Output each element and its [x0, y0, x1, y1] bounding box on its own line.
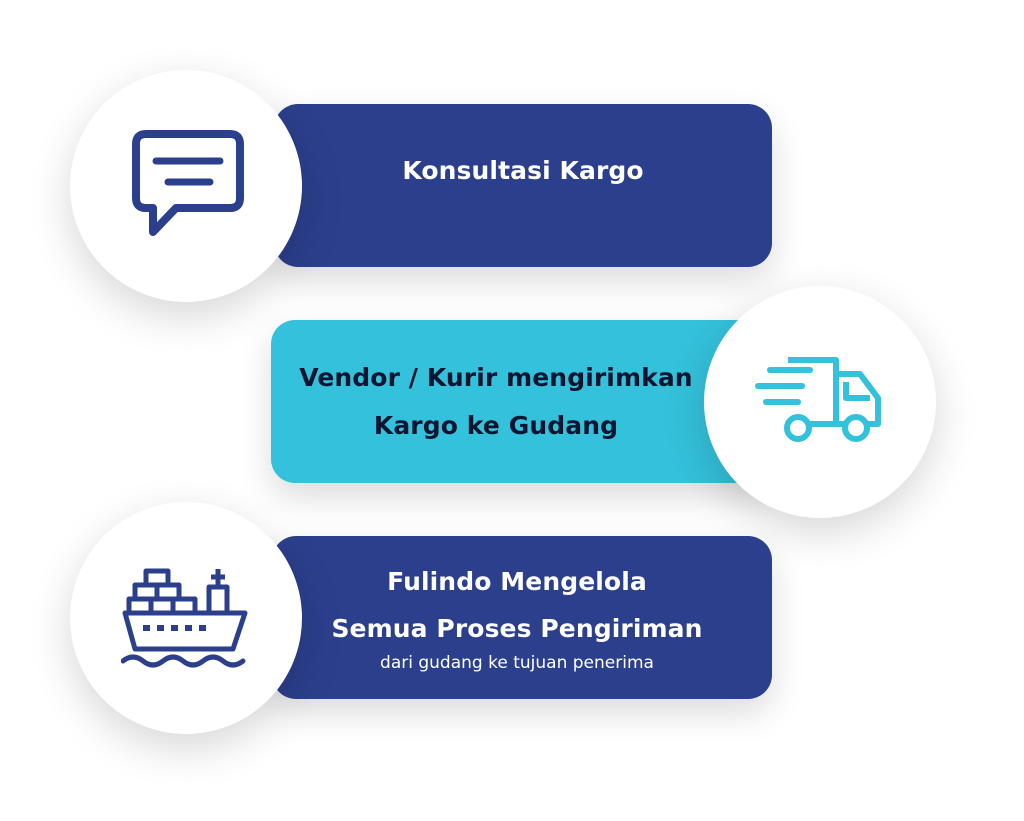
step-title-line-2: Kargo ke Gudang	[373, 410, 619, 440]
delivery-truck-icon	[750, 352, 890, 452]
step-subtitle: dari gudang ke tujuan penerima	[380, 652, 654, 673]
step-icon-circle	[70, 70, 302, 302]
step-title-line-2: Semua Proses Pengiriman	[331, 613, 703, 643]
step-title: Konsultasi Kargo	[402, 155, 644, 185]
step-card-vendor-kurir: Vendor / Kurir mengirimkan Kargo ke Guda…	[271, 320, 769, 483]
cargo-ship-icon	[121, 563, 251, 673]
step-icon-circle	[70, 502, 302, 734]
chat-bubble-icon	[126, 126, 246, 246]
step-icon-circle	[704, 286, 936, 518]
step-card-konsultasi: Konsultasi Kargo	[274, 104, 772, 267]
step-card-fulindo: Fulindo Mengelola Semua Proses Pengirima…	[272, 536, 772, 699]
step-title-line-1: Fulindo Mengelola	[387, 567, 647, 597]
step-title-line-1: Vendor / Kurir mengirimkan	[299, 363, 693, 392]
